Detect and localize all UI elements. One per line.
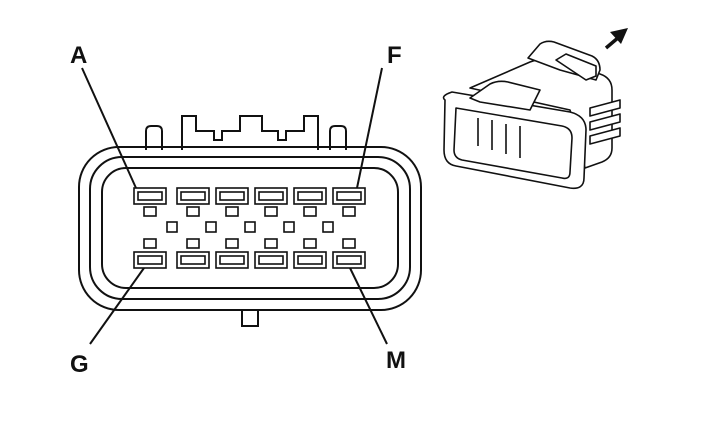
bottom-cavity-inner [180,255,206,265]
bottom-cavity-inner [258,255,284,265]
bottom-cavity-latch [264,238,278,249]
connector-3d-front-inner [453,107,573,180]
leader-line-f [356,67,383,189]
bottom-cavity-inner [336,255,362,265]
top-cavity-latch [225,206,239,217]
top-cavity-latch [264,206,278,217]
center-key [166,221,178,233]
bottom-cavity-latch [342,238,356,249]
leader-line-m [349,267,388,345]
top-cavity-inner [336,191,362,201]
bottom-cavity-inner [137,255,163,265]
leader-lines [81,67,388,345]
connector-3d-latch-ramp [555,53,597,81]
bottom-row-cavities [133,238,366,269]
top-cavity-latch [303,206,317,217]
connector-middle-housing [89,156,411,300]
leader-line-g [89,267,145,345]
center-key [244,221,256,233]
bottom-cavity-inner [297,255,323,265]
top-cavity-latch [143,206,157,217]
label-pin-f: F [387,42,402,69]
top-cavity-inner [137,191,163,201]
arrow-up-right-icon [604,28,628,50]
bottom-cavity-latch [143,238,157,249]
center-key [283,221,295,233]
top-cavity-inner [297,191,323,201]
top-cavity-latch [342,206,356,217]
bottom-cavity-latch [225,238,239,249]
connector-3d-cavities [477,118,521,158]
center-key [322,221,334,233]
top-cavity-inner [180,191,206,201]
connector-3d-rib-2 [589,113,621,131]
connector-bottom-tab [241,310,259,327]
bottom-cavity-latch [303,238,317,249]
center-row-keys [166,221,334,233]
label-pin-m: M [386,347,406,374]
connector-outer-housing [78,146,422,311]
connector-top-latch [145,115,347,150]
connector-face-view [78,115,422,327]
bottom-cavity-latch [186,238,200,249]
center-key [205,221,217,233]
top-cavity-inner [219,191,245,201]
label-pin-g: G [70,351,89,378]
connector-inner-housing [101,167,399,289]
top-cavity-inner [258,191,284,201]
top-row-cavities [133,187,366,217]
label-pin-a: A [70,42,87,69]
leader-line-a [81,67,137,189]
connector-3d-rib-3 [589,127,621,145]
connector-3d-hood [469,80,541,111]
connector-3d-rib-1 [589,99,621,117]
connector-3d-icon [442,40,621,190]
top-cavity-latch [186,206,200,217]
bottom-cavity-inner [219,255,245,265]
